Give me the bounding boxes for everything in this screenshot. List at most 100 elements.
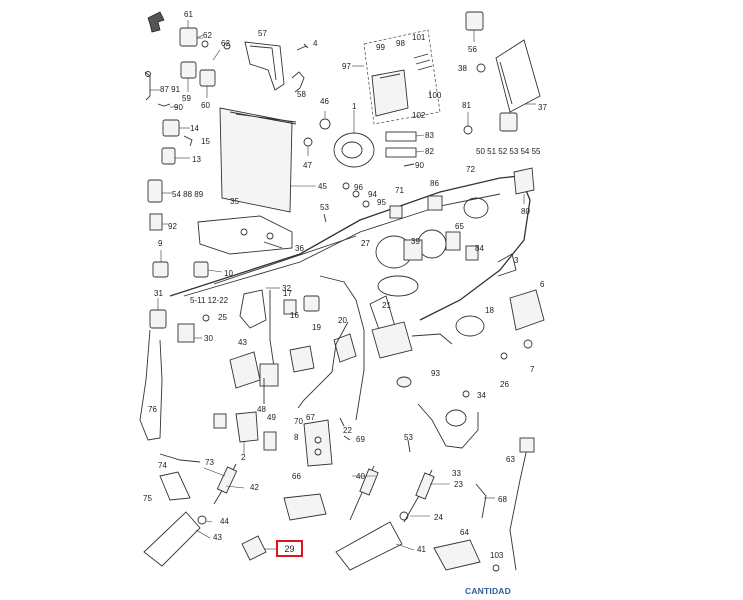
- gauge-65[interactable]: [445, 231, 461, 251]
- terminal-87-91[interactable]: [144, 71, 160, 101]
- switch-18[interactable]: [289, 345, 315, 373]
- callout-43a: 43: [238, 338, 247, 347]
- cantidad-link[interactable]: CANTIDAD: [465, 586, 511, 596]
- bracket-35[interactable]: [197, 215, 293, 255]
- highlighted-callout-29[interactable]: 29: [276, 540, 303, 557]
- connector-36[interactable]: [263, 241, 283, 249]
- connector-49[interactable]: [213, 413, 227, 429]
- part-29[interactable]: [241, 535, 276, 561]
- knob-93[interactable]: [396, 376, 412, 388]
- nut-81[interactable]: [463, 112, 473, 135]
- nut-34[interactable]: [462, 390, 470, 398]
- ignition-switch-1[interactable]: [333, 110, 375, 168]
- bracket-37[interactable]: [495, 39, 541, 113]
- callout-48: 48: [257, 405, 266, 414]
- cable-40[interactable]: [349, 465, 379, 521]
- relay-9[interactable]: [152, 250, 169, 278]
- switch-64[interactable]: [433, 539, 481, 571]
- label-82[interactable]: [385, 147, 425, 158]
- washer-24[interactable]: [399, 511, 409, 521]
- clip-25[interactable]: [202, 314, 210, 322]
- cover-32[interactable]: [239, 287, 280, 329]
- switch-80[interactable]: [513, 167, 535, 204]
- screw-95[interactable]: [362, 200, 370, 208]
- washer-44[interactable]: [197, 515, 207, 525]
- relay-13[interactable]: [161, 147, 190, 165]
- cable-63[interactable]: [509, 437, 535, 571]
- relay-60[interactable]: [199, 69, 216, 98]
- flasher-54-88-89[interactable]: [147, 179, 172, 203]
- callout-25: 25: [218, 313, 227, 322]
- steering-column-switch-33[interactable]: [417, 403, 479, 449]
- sensor-67[interactable]: [303, 419, 333, 467]
- screw-38[interactable]: [476, 63, 486, 73]
- nut-94[interactable]: [352, 190, 360, 198]
- bolt-46[interactable]: [319, 111, 331, 130]
- nut-7[interactable]: [523, 339, 533, 349]
- relay-17[interactable]: [283, 299, 297, 315]
- cable-23[interactable]: [403, 469, 435, 523]
- callout-99: 99: [376, 43, 385, 52]
- sensor-6[interactable]: [509, 289, 545, 331]
- callout-73: 73: [205, 458, 214, 467]
- actuator-26[interactable]: [455, 315, 508, 360]
- screw-69[interactable]: [343, 435, 351, 441]
- switch-30[interactable]: [177, 323, 202, 343]
- relay-14[interactable]: [162, 119, 190, 137]
- bracket-43-bottom[interactable]: [143, 511, 201, 567]
- callout-95: 95: [377, 198, 386, 207]
- cable-42[interactable]: [213, 463, 238, 505]
- bracket-68[interactable]: [475, 483, 487, 519]
- pins-101[interactable]: [413, 53, 433, 71]
- clip-58[interactable]: [291, 71, 305, 93]
- screw-4[interactable]: [296, 43, 309, 51]
- fuse-92[interactable]: [149, 213, 168, 231]
- module-99[interactable]: [371, 69, 409, 117]
- connector-90-left[interactable]: [157, 103, 178, 108]
- stalk-20[interactable]: [297, 321, 349, 409]
- bracket-75[interactable]: [159, 471, 191, 501]
- label-83[interactable]: [385, 131, 425, 142]
- callout-3: 3: [514, 256, 519, 265]
- relay-16[interactable]: [303, 295, 320, 312]
- bracket-57[interactable]: [244, 41, 285, 91]
- bracket-41[interactable]: [335, 521, 403, 571]
- gauge-39[interactable]: [403, 239, 423, 261]
- connector-8[interactable]: [263, 431, 277, 451]
- callout-86: 86: [430, 179, 439, 188]
- callout-72: 72: [466, 165, 475, 174]
- combo-switch-right[interactable]: [371, 321, 453, 359]
- switch-19[interactable]: [333, 333, 357, 363]
- connector-3[interactable]: [497, 253, 517, 277]
- bracket-66[interactable]: [283, 493, 327, 521]
- clip-22[interactable]: [339, 417, 345, 427]
- callout-76: 76: [148, 405, 157, 414]
- relay-56[interactable]: [465, 11, 484, 42]
- pedal-switch-2[interactable]: [235, 411, 259, 454]
- callout-10: 10: [224, 269, 233, 278]
- relay-59[interactable]: [180, 61, 197, 92]
- callout-32: 32: [282, 284, 291, 293]
- relay-10[interactable]: [193, 261, 223, 278]
- callout-56: 56: [468, 45, 477, 54]
- switch-84[interactable]: [465, 245, 479, 261]
- clip-15[interactable]: [183, 135, 193, 147]
- connector-71[interactable]: [389, 205, 403, 219]
- relay-31[interactable]: [149, 298, 167, 329]
- nut-47[interactable]: [303, 137, 313, 156]
- callout-102: 102: [412, 111, 426, 120]
- callout-100: 100: [428, 91, 442, 100]
- nut-96[interactable]: [342, 182, 350, 190]
- bracket-73[interactable]: [159, 453, 201, 463]
- screw-53-lower[interactable]: [407, 439, 411, 453]
- control-unit-45[interactable]: [219, 107, 316, 213]
- relay-50-55[interactable]: [499, 112, 518, 132]
- screw-53[interactable]: [323, 213, 327, 223]
- clip-103[interactable]: [492, 564, 500, 572]
- relay-61[interactable]: [179, 20, 198, 47]
- callout-5-11-12-22: 5-11 12-22: [190, 296, 229, 305]
- callout-36: 36: [295, 244, 304, 253]
- screw-90[interactable]: [403, 163, 415, 167]
- module-43-left[interactable]: [229, 351, 279, 389]
- connector-86[interactable]: [427, 195, 443, 211]
